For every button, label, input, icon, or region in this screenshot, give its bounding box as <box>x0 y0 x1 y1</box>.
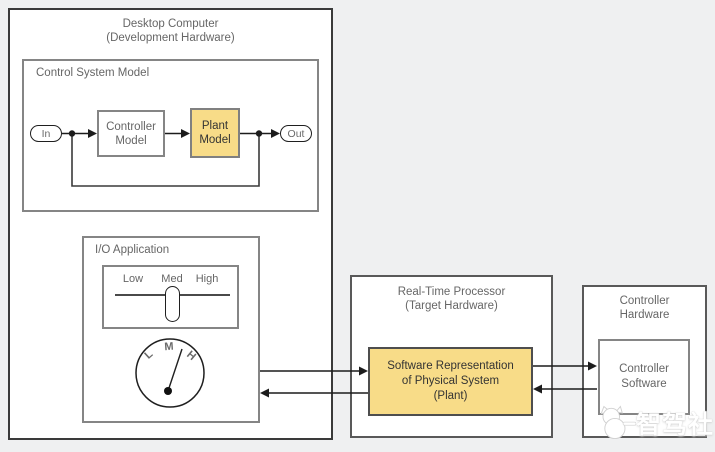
realtime-processor-title-line2: (Target Hardware) <box>405 300 498 312</box>
dial-gauge-graphic: L M H <box>135 338 205 408</box>
slider-label-high: High <box>195 273 219 285</box>
out-port-label: Out <box>287 127 305 140</box>
plant-model-block[interactable]: Plant Model <box>190 108 240 158</box>
plant-software-line1: Software Representation <box>387 360 514 372</box>
out-port[interactable]: Out <box>280 125 312 142</box>
slider-handle[interactable] <box>165 286 180 322</box>
controller-hardware-title-line1: Controller <box>619 295 670 307</box>
watermark-cat-logo <box>600 405 636 440</box>
controller-software-line2: Software <box>621 378 667 390</box>
plant-software-line3: (Plant) <box>433 390 468 402</box>
plant-model-line1: Plant <box>201 120 229 132</box>
realtime-processor-title-line1: Real-Time Processor <box>397 286 506 298</box>
slider-label-low: Low <box>122 273 144 285</box>
dial-label-m: M <box>164 341 174 354</box>
desktop-computer-title-line2: (Development Hardware) <box>106 32 235 44</box>
io-application-label: I/O Application <box>95 244 170 256</box>
dial-gauge[interactable]: L M H <box>133 336 207 410</box>
dial-circle <box>135 338 205 408</box>
control-system-model-box: Control System Model <box>22 59 319 212</box>
desktop-computer-title: Desktop Computer (Development Hardware) <box>10 17 331 45</box>
dial-needle <box>167 348 183 392</box>
plant-model-line2: Model <box>199 134 231 146</box>
plant-software-line2: of Physical System <box>401 375 500 387</box>
controller-model-line2: Model <box>115 134 147 147</box>
control-system-model-label: Control System Model <box>36 67 150 79</box>
plant-software-block[interactable]: Software Representation of Physical Syst… <box>368 347 533 416</box>
slider-panel: Low Med High <box>102 265 239 329</box>
controller-software-line1: Controller <box>619 363 669 375</box>
controller-hardware-title: Controller Hardware <box>584 294 705 322</box>
watermark: 智驾社 <box>592 398 714 448</box>
controller-software-block[interactable]: Controller Software <box>598 339 690 415</box>
controller-hardware-title-line2: Hardware <box>619 309 670 321</box>
in-port[interactable]: In <box>30 125 62 142</box>
watermark-text: 智驾社 <box>635 411 714 439</box>
in-port-label: In <box>41 127 51 140</box>
slider-label-med: Med <box>161 273 183 285</box>
controller-model-block[interactable]: Controller Model <box>97 110 165 157</box>
controller-model-line1: Controller <box>106 120 156 133</box>
dial-needle-pivot <box>164 387 172 395</box>
desktop-computer-title-line1: Desktop Computer <box>122 18 219 30</box>
realtime-processor-title: Real-Time Processor (Target Hardware) <box>352 285 551 313</box>
